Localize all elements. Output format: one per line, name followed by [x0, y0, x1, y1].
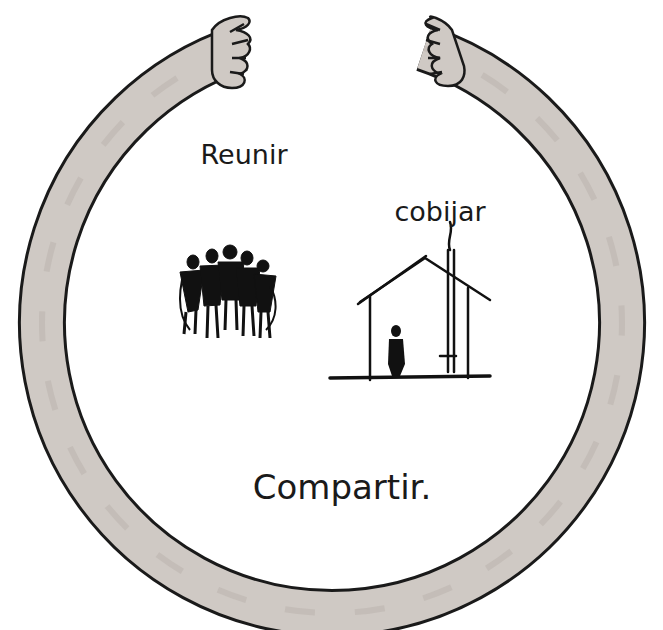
hand-lettered-word: Compartir.	[253, 469, 432, 506]
right-hand	[425, 17, 464, 87]
arms-outline	[42, 48, 622, 613]
arms-fill	[42, 48, 622, 613]
house-figure	[388, 325, 405, 376]
left-hand	[212, 17, 250, 89]
people-group	[180, 245, 276, 338]
arms-shade	[42, 48, 622, 613]
hand-lettered-word: cobijar	[394, 197, 485, 227]
shelter-house	[330, 222, 490, 380]
hand-lettered-word: Reunir	[201, 140, 288, 170]
